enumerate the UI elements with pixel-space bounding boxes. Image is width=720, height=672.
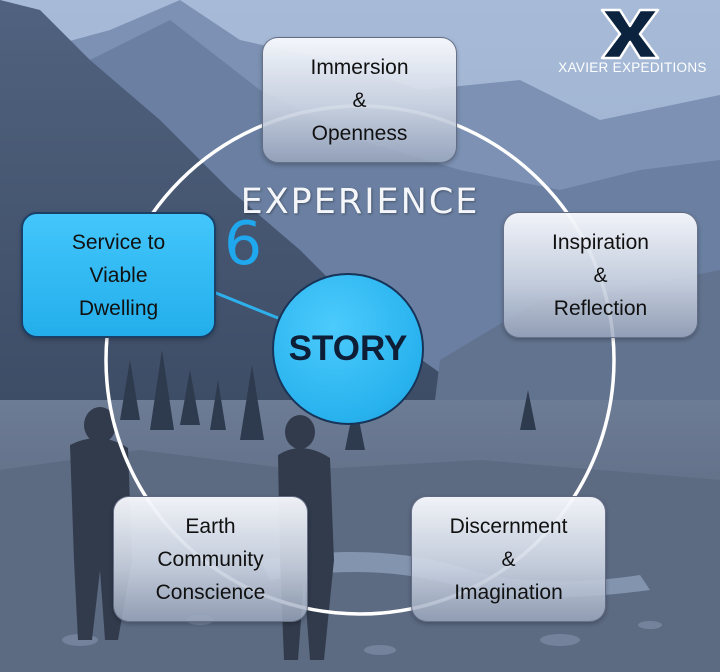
- node-line: Openness: [311, 121, 408, 145]
- node-discernment-imagination: Discernment & Imagination: [411, 496, 606, 622]
- node-line: &: [501, 547, 516, 571]
- node-line: Inspiration: [552, 230, 649, 254]
- node-inspiration-reflection: Inspiration & Reflection: [503, 212, 698, 338]
- node-line: &: [352, 88, 367, 112]
- brand-name: XAVIER EXPEDITIONS: [558, 60, 707, 75]
- node-line: Dwelling: [78, 296, 159, 320]
- node-line: &: [593, 263, 608, 287]
- node-line: Viable: [89, 263, 148, 287]
- node-line: Immersion: [310, 55, 409, 79]
- node-earth-community-conscience: Earth Community Conscience: [113, 496, 308, 622]
- center-story-circle: STORY: [272, 273, 424, 425]
- x-logo-icon: [600, 8, 660, 60]
- active-step-arrow: [205, 287, 279, 320]
- node-line: Imagination: [454, 580, 563, 604]
- active-step-number: 6: [224, 209, 263, 279]
- node-immersion-openness: Immersion & Openness: [262, 37, 457, 163]
- node-line: Reflection: [553, 296, 648, 320]
- center-label: STORY: [288, 329, 408, 368]
- diagram-title: EXPERIENCE: [240, 182, 480, 222]
- node-line: Conscience: [155, 580, 266, 604]
- node-line: Community: [157, 547, 264, 571]
- node-service-viable-dwelling: Service to Viable Dwelling: [21, 212, 216, 338]
- node-line: Service to: [71, 230, 166, 254]
- node-line: Earth: [185, 514, 236, 538]
- node-line: Discernment: [449, 514, 568, 538]
